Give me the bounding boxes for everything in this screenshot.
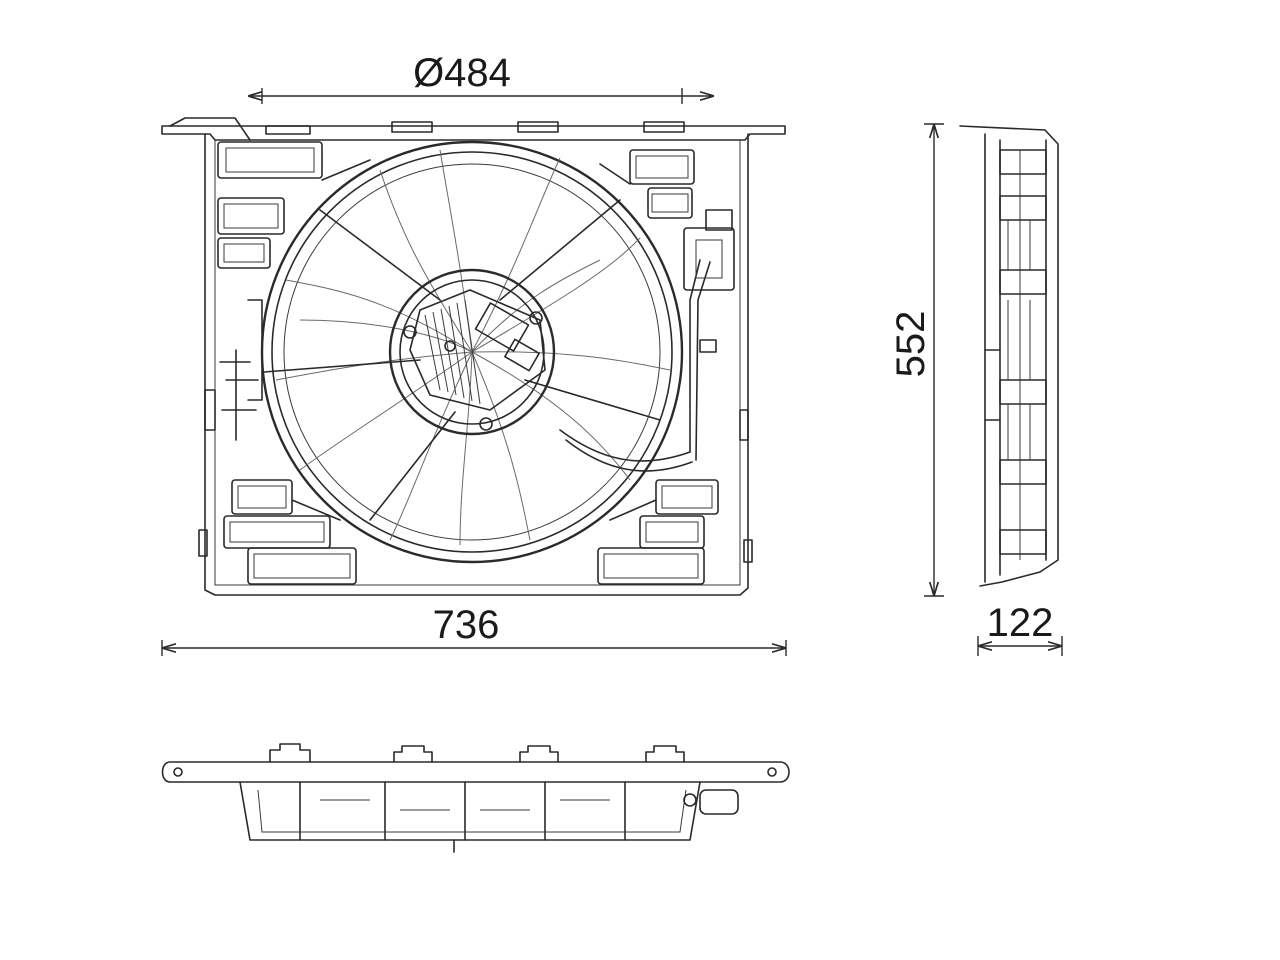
dimension-overall-height: 552 xyxy=(889,311,933,378)
dimension-depth: 122 xyxy=(987,601,1054,645)
dimension-overall-width: 736 xyxy=(433,603,500,647)
fan-blades xyxy=(275,149,671,546)
side-view xyxy=(959,125,1059,587)
heat-sink-fins xyxy=(424,299,481,405)
front-view xyxy=(161,117,786,596)
bottom-view xyxy=(161,743,790,853)
dimension-fan-diameter: Ø484 xyxy=(413,51,511,95)
